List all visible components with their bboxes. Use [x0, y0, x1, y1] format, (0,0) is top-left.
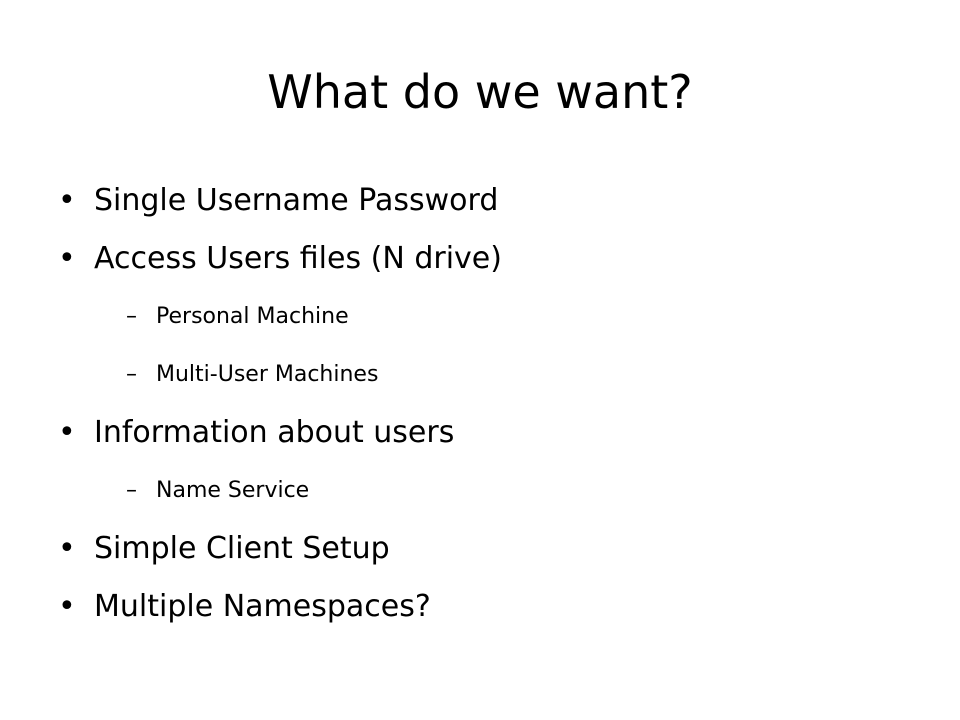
- bullet-icon: •: [58, 531, 76, 566]
- bullet-text: Single Username Password: [94, 183, 499, 218]
- bullet-icon: •: [58, 589, 76, 624]
- bullet-icon: •: [58, 415, 76, 450]
- bullet-text: Access Users files (N drive): [94, 241, 502, 276]
- sub-bullet-text: Personal Machine: [156, 304, 349, 329]
- sub-bullet-item: – Personal Machine: [58, 288, 918, 346]
- dash-icon: –: [126, 362, 137, 387]
- bullet-item: • Information about users: [58, 404, 918, 462]
- slide-title: What do we want?: [267, 65, 693, 119]
- bullet-text: Information about users: [94, 415, 455, 450]
- dash-icon: –: [126, 478, 137, 503]
- bullet-item: • Multiple Namespaces?: [58, 578, 918, 636]
- bullet-item: • Simple Client Setup: [58, 520, 918, 578]
- sub-bullet-text: Multi-User Machines: [156, 362, 379, 387]
- bullet-text: Simple Client Setup: [94, 531, 390, 566]
- sub-bullet-text: Name Service: [156, 478, 310, 503]
- dash-icon: –: [126, 304, 137, 329]
- sub-bullet-item: – Multi-User Machines: [58, 346, 918, 404]
- bullet-item: • Single Username Password: [58, 172, 918, 230]
- bullet-icon: •: [58, 241, 76, 276]
- sub-bullet-item: – Name Service: [58, 462, 918, 520]
- bullet-icon: •: [58, 183, 76, 218]
- bullet-text: Multiple Namespaces?: [94, 589, 431, 624]
- bullet-list: • Single Username Password • Access User…: [58, 172, 918, 636]
- bullet-item: • Access Users files (N drive): [58, 230, 918, 288]
